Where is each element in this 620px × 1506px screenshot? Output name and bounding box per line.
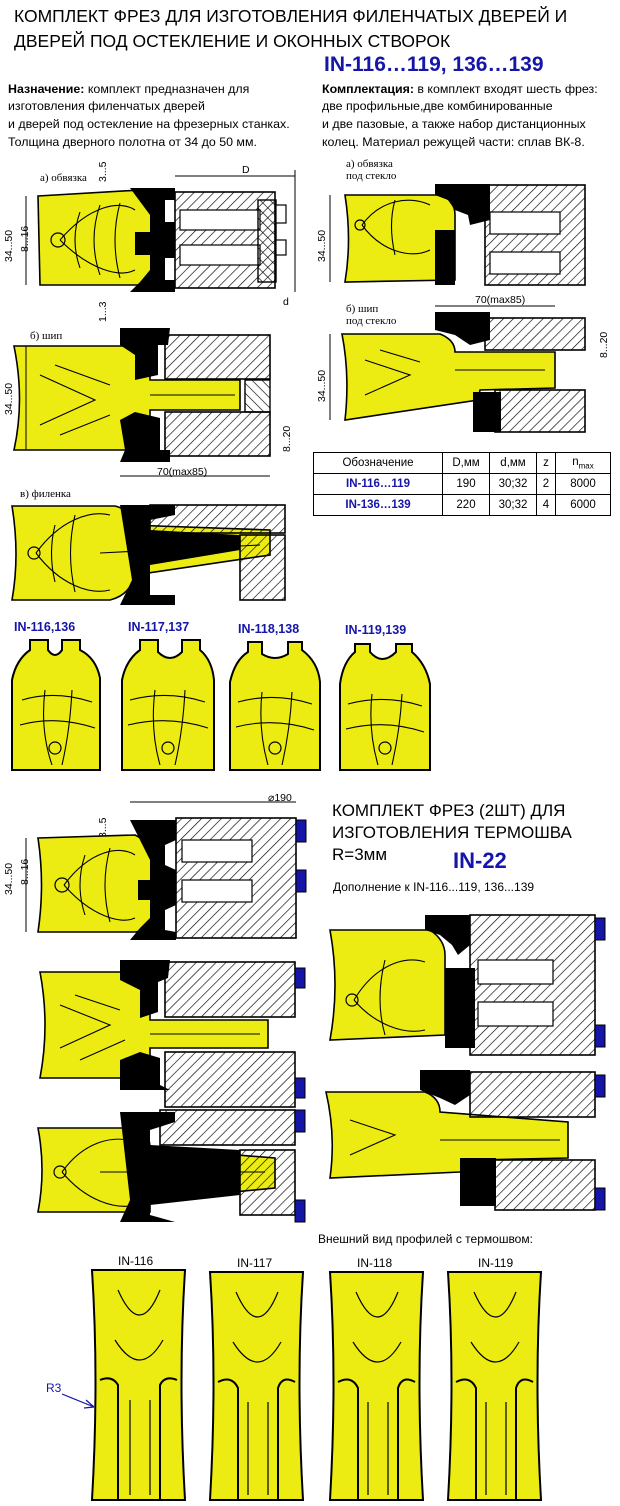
thermo-profile-2 (208, 1271, 305, 1501)
radius-label: R3 (46, 1381, 62, 1395)
thermo-profile-1 (90, 1269, 187, 1501)
label-a-frame-glass-1: а) обвязка (346, 158, 393, 170)
table-cell: 220 (442, 494, 490, 516)
table-cell: IN-116…119 (313, 473, 443, 495)
drawing-a-frame (25, 170, 296, 292)
purpose-line-4: Толщина дверного полотна от 34 до 50 мм. (8, 135, 257, 149)
header-n-label: n (572, 455, 579, 468)
label-v-panel: в) филенка (20, 488, 71, 500)
kit-line-1: Комплектация: в комплект входят шесть фр… (322, 81, 598, 99)
label-b-tenon-glass-1: б) шип (346, 303, 379, 315)
dim-D: D (242, 164, 250, 176)
radius-arrow (61, 1393, 95, 1408)
table-cell: IN-136…139 (313, 494, 443, 516)
purpose-label: Назначение: (8, 82, 85, 96)
title-line-2: ДВЕРЕЙ ПОД ОСТЕКЛЕНИЕ И ОКОННЫХ СТВОРОК (14, 31, 451, 51)
profile-name-4: IN-119,139 (345, 623, 407, 637)
thermo-addition: Дополнение к IN-116...119, 136...139 (333, 880, 535, 894)
table-row: IN-136…139 220 30;32 4 6000 (313, 494, 611, 516)
dim-70-c: 70(max85) (475, 294, 526, 306)
purpose-text-1: комплект предназначен для (84, 82, 250, 96)
thermo-profile-4 (446, 1271, 543, 1501)
thermo-profile-3 (328, 1271, 425, 1501)
purpose-line-3: и дверей под остекление на фрезерных ста… (8, 117, 290, 131)
thermo-title-2: ИЗГОТОВЛЕНИЯ ТЕРМОШВА (332, 823, 572, 842)
title-line-1: КОМПЛЕКТ ФРЕЗ ДЛЯ ИЗГОТОВЛЕНИЯ ФИЛЕНЧАТЫ… (14, 6, 568, 26)
kit-label: Комплектация: (322, 82, 414, 96)
thermo-title-1: КОМПЛЕКТ ФРЕЗ (2ШТ) ДЛЯ (332, 801, 566, 820)
profile-name-1: IN-116,136 (14, 620, 76, 634)
profile-shapes (11, 639, 431, 771)
thermo-profile-name-4: IN-119 (478, 1256, 514, 1270)
dim-diam: ⌀190 (268, 792, 292, 804)
thermo-title-3: R=3мм (332, 845, 388, 864)
radius-arrow-head (83, 1399, 95, 1409)
thermo-drawing-4 (329, 914, 606, 1056)
header-D: D,мм (442, 452, 490, 474)
profile-shape-3 (229, 641, 321, 771)
table-cell: 6000 (555, 494, 611, 516)
kit-text-1: в комплект входят шесть фрез: (413, 82, 598, 96)
header-designation: Обозначение (313, 452, 443, 474)
thermo-drawing-2 (39, 960, 306, 1108)
thermo-profile-name-2: IN-117 (237, 1256, 273, 1270)
thermo-appearance: Внешний вид профилей с термошвом: (318, 1232, 533, 1246)
thermo-profile-name-3: IN-118 (357, 1256, 393, 1270)
dim-70-b: 70(max85) (157, 466, 208, 478)
thermo-drawing-3 (37, 1109, 306, 1223)
purpose-line-1: Назначение: комплект предназначен для (8, 81, 249, 99)
purpose-line-2: изготовления филенчатых дверей (8, 99, 205, 113)
thermo-profiles (61, 1269, 543, 1501)
dim-d: d (283, 296, 289, 308)
product-code: IN-116…119, 136…139 (324, 53, 544, 76)
header-n-sub: max (578, 461, 594, 471)
thermo-code: IN-22 (453, 848, 507, 873)
label-b-tenon-glass-2: под стекло (346, 315, 397, 327)
drawing-e-tenon-glass (329, 305, 586, 433)
drawing-d-frame-glass (329, 184, 586, 286)
profile-shape-1 (11, 639, 101, 771)
kit-line-2: две профильные,две комбинированные (322, 99, 553, 113)
thermo-drawing-5 (324, 1070, 606, 1211)
table-header-row: Обозначение D,мм d,мм z nmax (313, 452, 611, 474)
profile-shape-4 (339, 643, 431, 771)
profile-name-2: IN-117,137 (128, 620, 190, 634)
kit-line-3: и две пазовые, а также набор дистанционн… (322, 117, 586, 131)
drawing-c-panel (11, 504, 286, 605)
profile-name-3: IN-118,138 (238, 622, 300, 636)
label-b-tenon: б) шип (30, 330, 63, 342)
thermo-profile-name-1: IN-116 (118, 1254, 154, 1268)
thermo-drawing-1 (25, 801, 307, 940)
drawing-b-tenon (13, 328, 271, 477)
label-a-frame-glass-2: под стекло (346, 170, 397, 182)
profile-shape-2 (121, 639, 215, 771)
kit-line-4: колец. Материал режущей части: сплав ВК-… (322, 135, 585, 149)
label-a-frame: а) обвязка (40, 172, 87, 184)
spec-table: Обозначение D,мм d,мм z nmax IN-116…119 … (313, 452, 611, 516)
